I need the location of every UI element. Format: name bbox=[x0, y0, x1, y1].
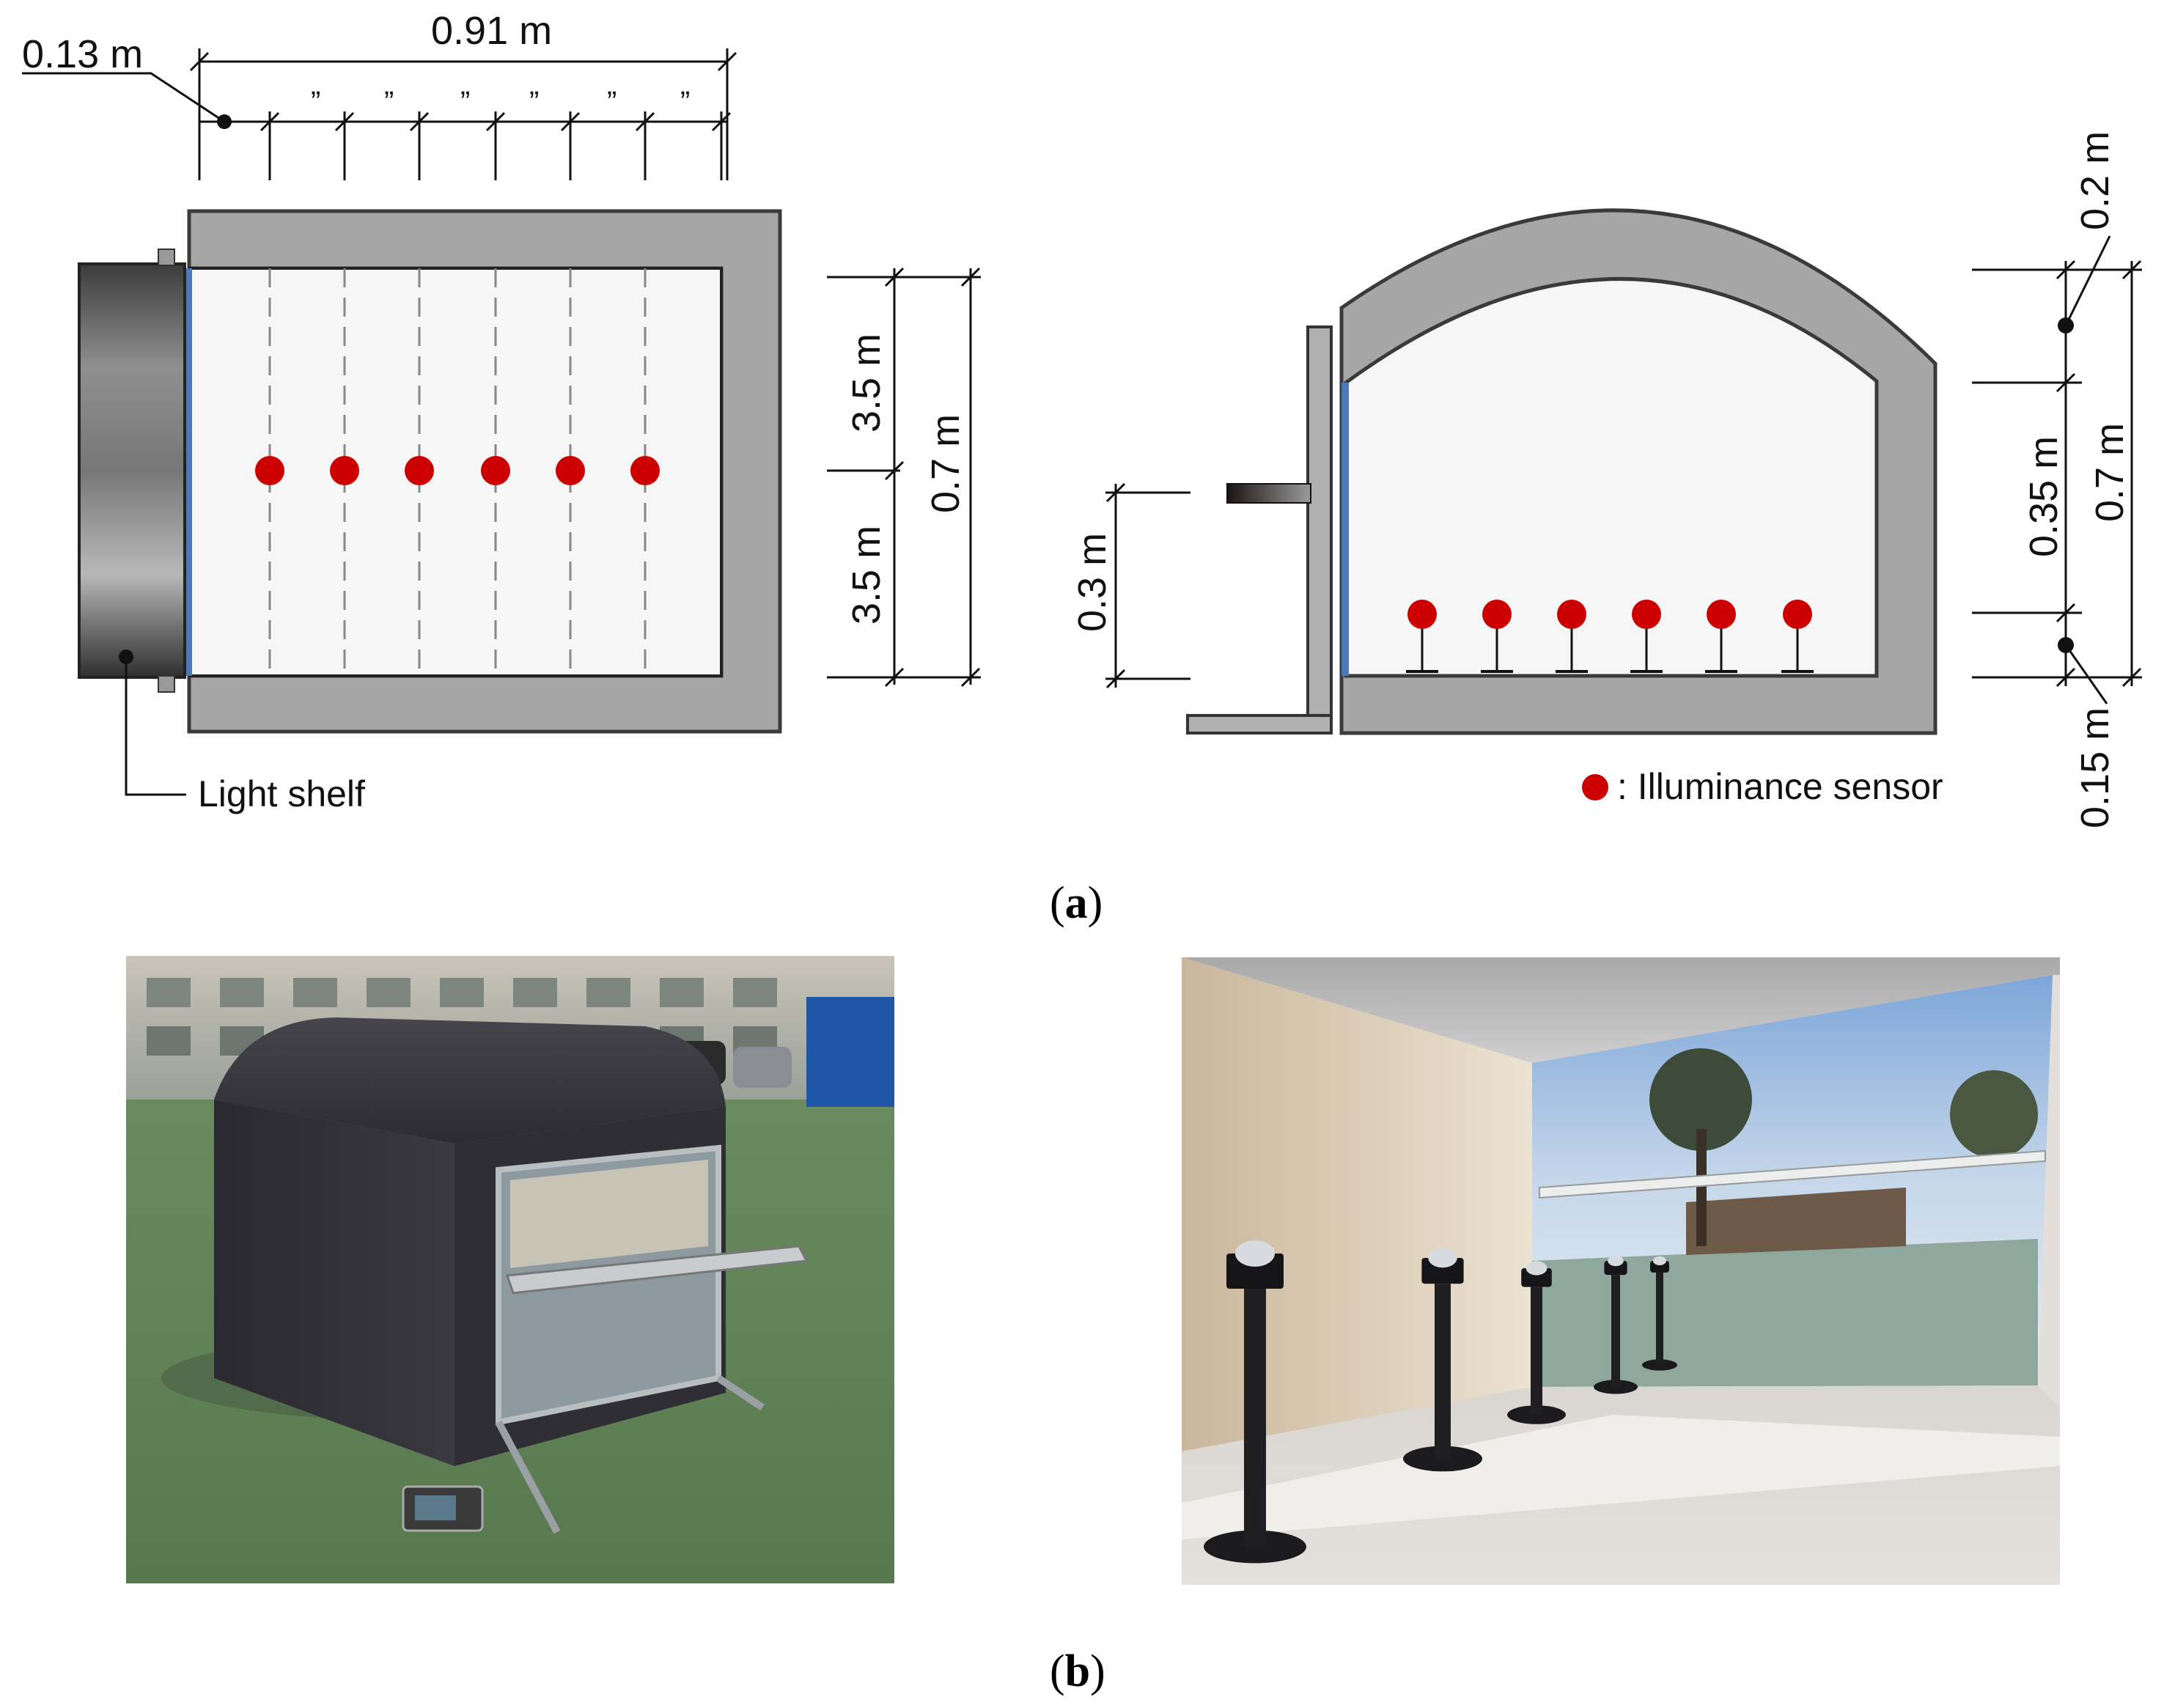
stand-pole bbox=[1435, 1284, 1451, 1459]
svg-text:(b): (b) bbox=[1050, 1646, 1105, 1696]
test-box-side bbox=[214, 1100, 454, 1466]
floor-label: 0.15 m bbox=[2073, 707, 2117, 828]
width-label: 0.91 m bbox=[431, 9, 552, 53]
caption-a-letter: a bbox=[1065, 878, 1088, 928]
spacing-tick-slash bbox=[409, 111, 430, 132]
illuminance-sensor bbox=[1557, 600, 1586, 629]
half-depth-bottom-label: 3.5 m bbox=[844, 526, 888, 625]
spacing-tick-slash bbox=[560, 111, 581, 132]
ditto-mark: ” bbox=[607, 86, 617, 118]
ceiling-leader bbox=[2064, 235, 2111, 326]
section-sensors bbox=[1406, 600, 1814, 673]
section-view: 0.3 m 0.2 m 0.35 m 0.7 m 0.15 m : Illumi… bbox=[1070, 131, 2142, 828]
building-window bbox=[733, 978, 777, 1007]
sensor-dome bbox=[1526, 1261, 1547, 1276]
stand-pole bbox=[1244, 1289, 1266, 1547]
illuminance-sensor bbox=[255, 456, 284, 485]
mid-height-label: 0.35 m bbox=[2022, 436, 2066, 557]
sensor-dome bbox=[1428, 1248, 1457, 1268]
illuminance-sensor bbox=[481, 456, 510, 485]
ditto-mark: ” bbox=[460, 86, 470, 118]
spacing-tick-slash bbox=[485, 111, 506, 132]
half-depth-top-label: 3.5 m bbox=[844, 334, 888, 432]
ceiling-label: 0.2 m bbox=[2073, 131, 2117, 230]
spacing-ditto-marks: ” ” ” ” ” ” bbox=[311, 86, 690, 118]
building-window bbox=[147, 978, 191, 1007]
building-window bbox=[586, 978, 630, 1007]
spacing-ticks bbox=[260, 111, 732, 180]
section-glazing bbox=[1342, 383, 1349, 676]
plan-view: 0.91 m ” ” ” ” ” ” 0.13 m Light shelf bbox=[22, 9, 981, 814]
test-box-roof bbox=[214, 1017, 726, 1144]
light-shelf bbox=[78, 262, 186, 679]
spacing-tick-slash bbox=[711, 111, 732, 132]
blue-canopy bbox=[806, 997, 894, 1107]
light-shelf-leader bbox=[125, 657, 186, 796]
frame-base bbox=[1186, 714, 1333, 735]
illuminance-sensor bbox=[1707, 600, 1736, 629]
sensor-dome bbox=[1653, 1256, 1666, 1265]
depth-total-label: 0.7 m bbox=[924, 414, 968, 513]
stand-pole bbox=[1531, 1286, 1542, 1415]
building-window bbox=[147, 1026, 191, 1056]
window-tree bbox=[1649, 1048, 1752, 1151]
ditto-mark: ” bbox=[529, 86, 539, 118]
test-light-shelf bbox=[505, 1245, 809, 1295]
illuminance-sensor bbox=[1407, 600, 1437, 629]
window-building-view bbox=[1686, 1188, 1906, 1255]
photo-interior bbox=[1182, 957, 2060, 1585]
caption-a-open: ( bbox=[1050, 878, 1065, 928]
spacing-label: 0.13 m bbox=[22, 32, 143, 76]
stand-pole bbox=[1656, 1273, 1663, 1365]
spacing-tick-slash bbox=[260, 111, 280, 132]
illuminance-sensor bbox=[1783, 600, 1812, 629]
ditto-mark: ” bbox=[311, 86, 320, 118]
floor-leader bbox=[2064, 644, 2108, 704]
window-light-shelf bbox=[1539, 1149, 2046, 1199]
section-light-shelf bbox=[1226, 483, 1311, 504]
illuminance-sensor bbox=[1632, 600, 1661, 629]
height-total-label: 0.7 m bbox=[2088, 423, 2132, 522]
frame-post bbox=[1306, 325, 1333, 717]
sensor-stands bbox=[1204, 1240, 1677, 1564]
ditto-mark: ” bbox=[680, 86, 690, 118]
plan-grid-lines bbox=[268, 268, 647, 676]
legend-sensor-icon bbox=[1582, 774, 1608, 800]
spacing-tick-slash bbox=[635, 111, 655, 132]
shelf-height-label: 0.3 m bbox=[1070, 533, 1114, 632]
illuminance-sensor bbox=[405, 456, 434, 485]
caption-b-letter: b bbox=[1065, 1646, 1090, 1696]
building-window bbox=[367, 978, 411, 1007]
stand-pole bbox=[1611, 1275, 1620, 1387]
spacing-tick-slash bbox=[334, 111, 355, 132]
interior-ceiling bbox=[1182, 957, 2060, 1063]
plan-sensors bbox=[255, 456, 660, 485]
illuminance-sensor bbox=[1482, 600, 1512, 629]
building-window bbox=[440, 978, 484, 1007]
sensor-dome bbox=[1235, 1240, 1275, 1267]
building-window bbox=[660, 978, 704, 1007]
caption-b-close: ) bbox=[1090, 1646, 1105, 1696]
building-window bbox=[513, 978, 557, 1007]
illuminance-sensor bbox=[330, 456, 359, 485]
illuminance-sensor bbox=[630, 456, 660, 485]
legend-text: : Illuminance sensor bbox=[1617, 766, 1943, 807]
light-shelf-label: Light shelf bbox=[198, 773, 365, 814]
ditto-mark: ” bbox=[384, 86, 394, 118]
spacing-leader-line bbox=[22, 72, 225, 123]
sensor-dome bbox=[1608, 1255, 1624, 1267]
illuminance-sensor bbox=[556, 456, 585, 485]
photo-exterior bbox=[126, 956, 894, 1583]
section-interior bbox=[1344, 277, 1879, 678]
building-window bbox=[293, 978, 337, 1007]
plan-glazing bbox=[185, 268, 192, 676]
building-window bbox=[220, 978, 264, 1007]
caption-b-open: ( bbox=[1050, 1646, 1065, 1696]
svg-text:(a): (a) bbox=[1050, 878, 1103, 928]
caption-a-close: ) bbox=[1088, 878, 1103, 928]
